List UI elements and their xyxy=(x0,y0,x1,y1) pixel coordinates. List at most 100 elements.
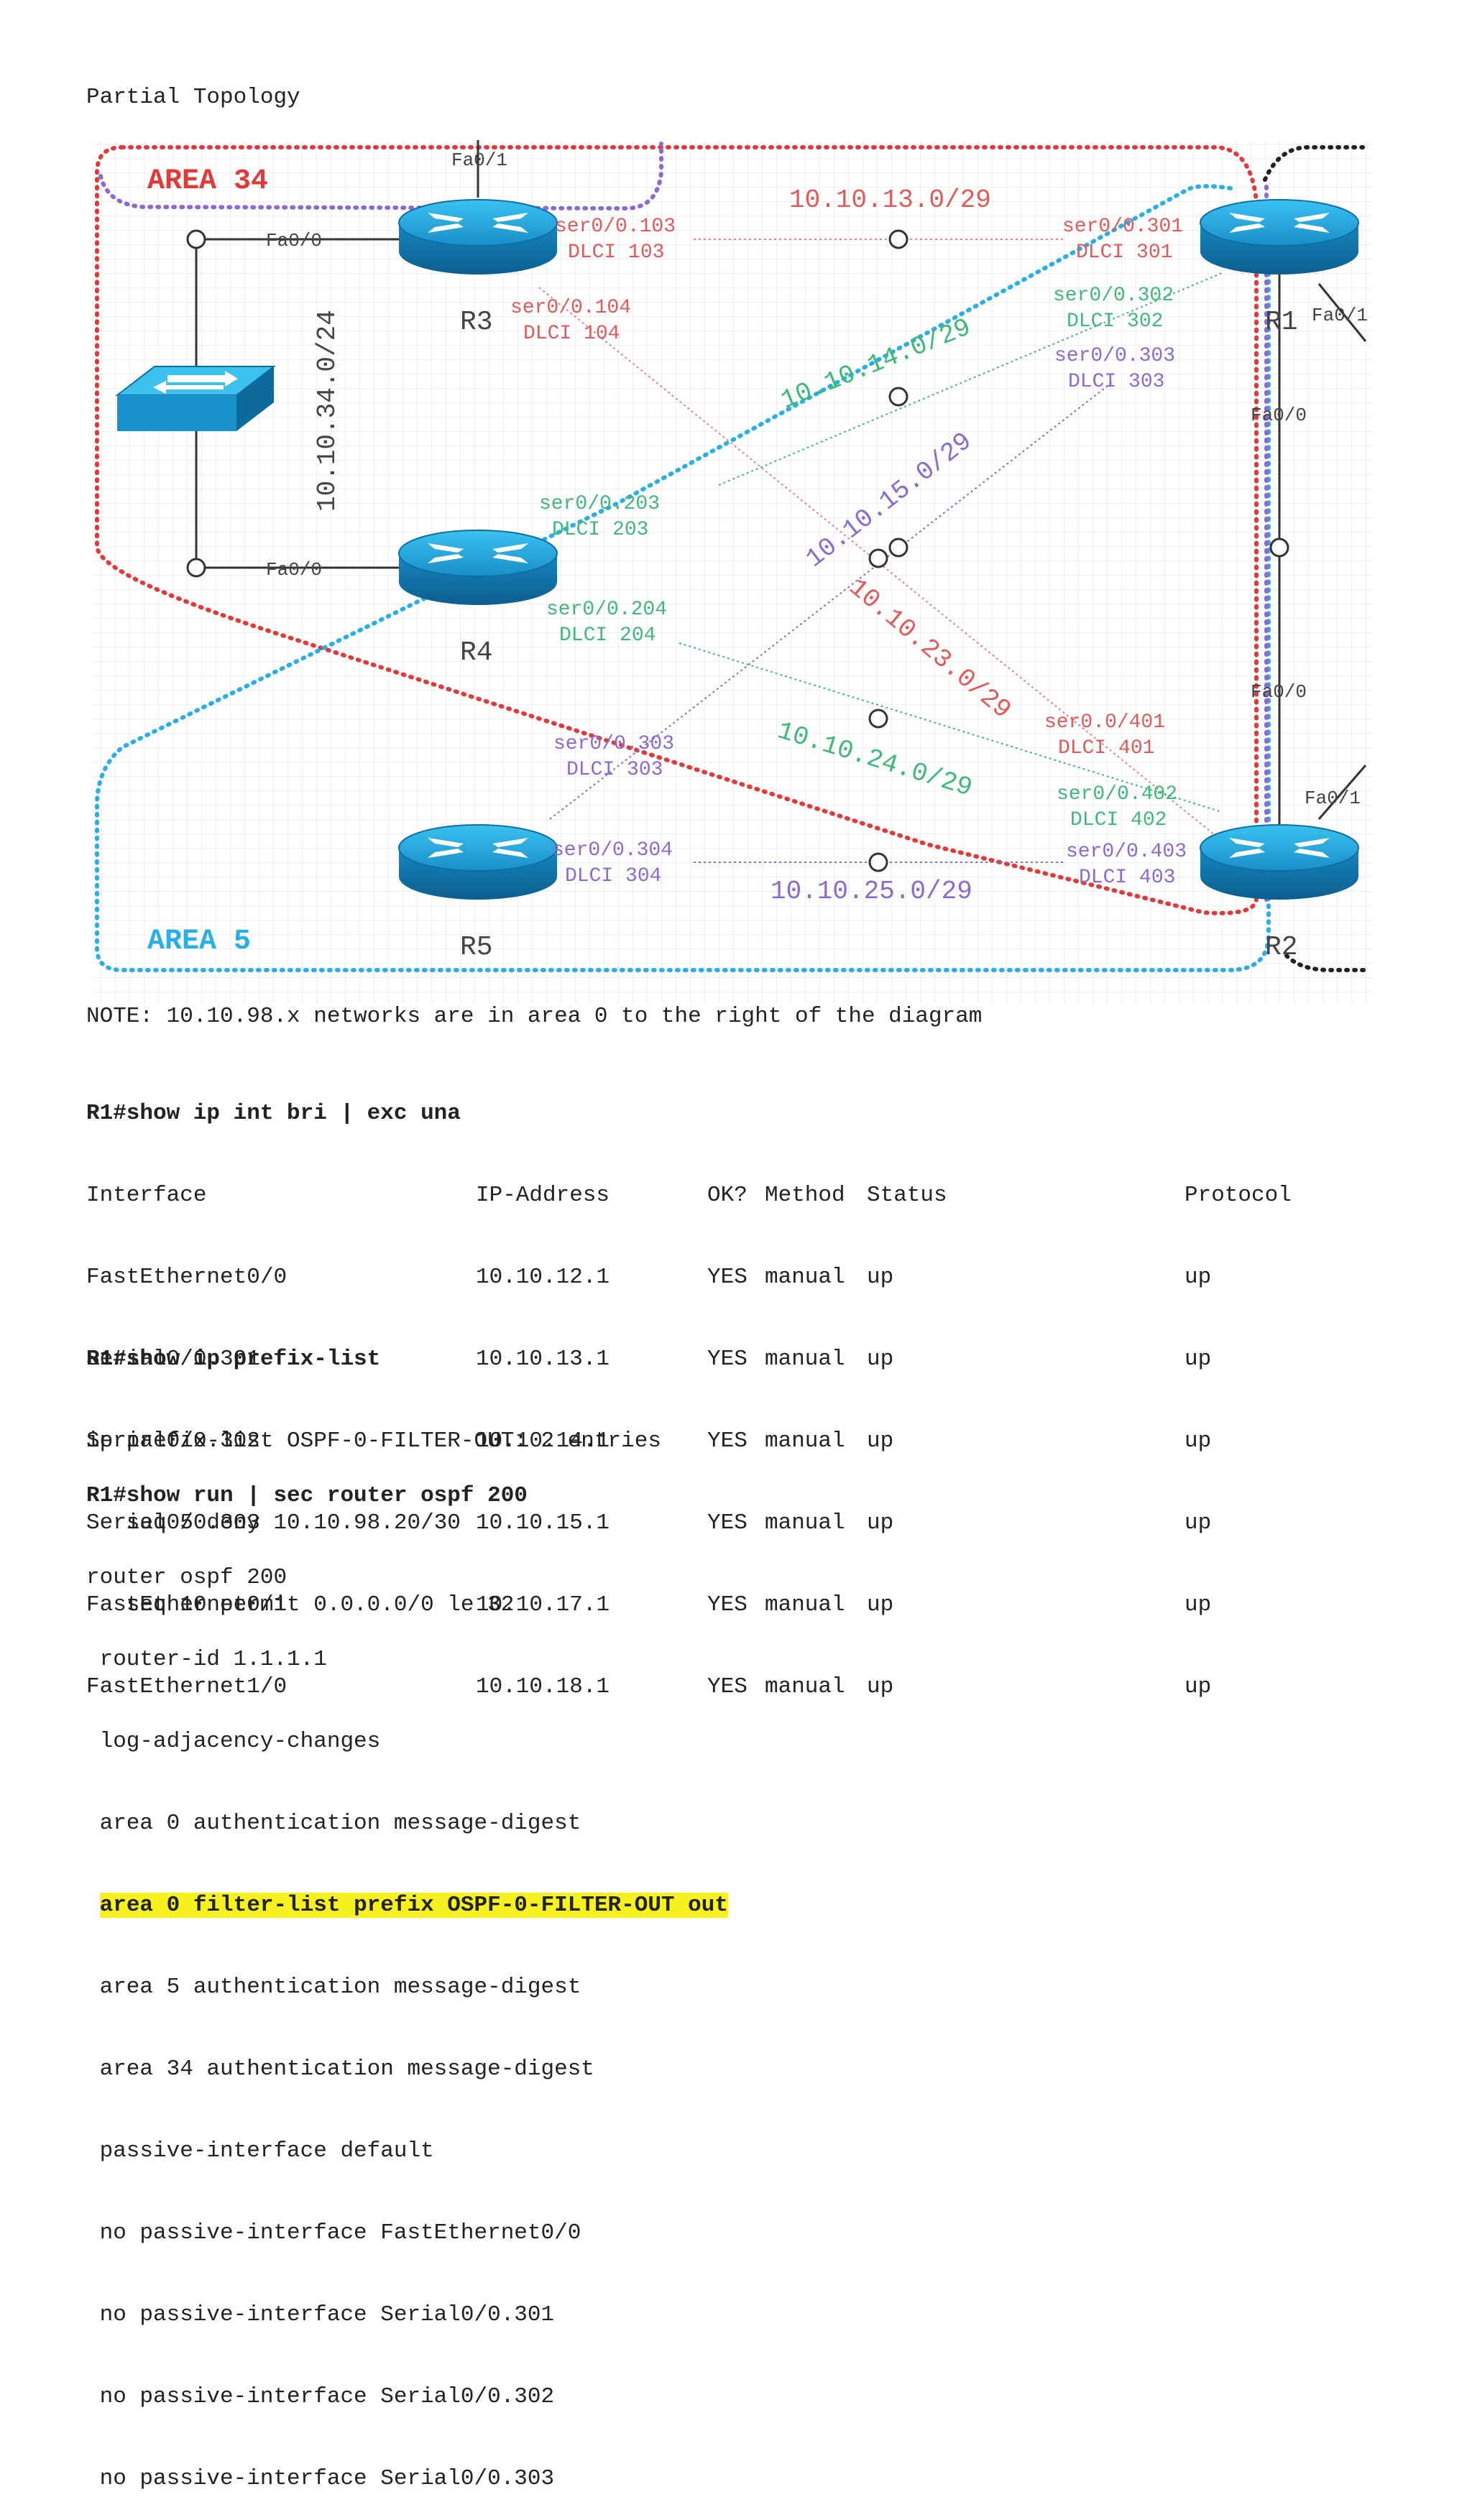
r1-ser301-label: ser0/0.301 xyxy=(1062,216,1183,238)
cell-method: manual xyxy=(765,1592,845,1617)
cell-ip: 10.10.12.1 xyxy=(476,1265,610,1290)
ospf-command: R1#show run | sec router ospf 200 xyxy=(86,1483,528,1508)
prefix-list-line: seq 10 permit 0.0.0.0/0 le 32 xyxy=(86,1592,515,1617)
r4-ser203-label: ser0/0.203 xyxy=(539,493,660,515)
cell-method: manual xyxy=(765,1510,845,1536)
link-10-10-14 xyxy=(718,272,1223,486)
ospf-highlight-line: area 0 filter-list prefix OSPF-0-FILTER-… xyxy=(86,1892,728,1919)
r1-fa01-label: Fa0/1 xyxy=(1312,305,1368,326)
router-r1-icon xyxy=(1200,199,1359,275)
r1-ser303-label: ser0/0.303 xyxy=(1054,345,1175,367)
cell-ok: YES xyxy=(707,1592,748,1617)
ospf-config-section: R1#show run | sec router ospf 200 router… xyxy=(86,1428,728,2520)
ospf-line: no passive-interface FastEthernet0/0 xyxy=(86,2220,581,2246)
r1-r2-link-node xyxy=(1269,537,1289,558)
r3-label: R3 xyxy=(460,307,493,338)
router-r4-icon xyxy=(398,530,558,606)
r4-dlci204-label: DLCI 204 xyxy=(559,624,656,647)
cell-ok: YES xyxy=(707,1510,748,1536)
link-node xyxy=(888,229,908,249)
r2-ser402-label: ser0/0.402 xyxy=(1057,783,1177,806)
area5-boundary xyxy=(95,184,1271,972)
header-interface: Interface xyxy=(86,1183,207,1208)
r2-ser401-label: ser0.0/401 xyxy=(1044,711,1165,734)
router-r5-icon xyxy=(398,824,558,900)
r1-dlci301-label: DLCI 301 xyxy=(1076,241,1172,264)
cell-interface: FastEthernet0/1 xyxy=(86,1592,288,1617)
cell-status: up xyxy=(867,1265,894,1290)
switch-port-node xyxy=(186,229,206,249)
r2-fa01-link xyxy=(1317,765,1367,820)
link-node xyxy=(868,548,888,568)
grid-background xyxy=(92,140,1371,1002)
r1-ser302-label: ser0/0.302 xyxy=(1053,285,1174,307)
cell-interface: Serial0/0.302 xyxy=(86,1429,260,1454)
cell-protocol: up xyxy=(1184,1674,1212,1699)
prefix-list-line: ip prefix-list OSPF-0-FILTER-OUT: 2 entr… xyxy=(86,1429,661,1454)
cell-ip: 10.10.15.1 xyxy=(476,1510,610,1536)
cell-interface: Serial0/0.301 xyxy=(86,1347,260,1372)
cell-ok: YES xyxy=(707,1429,748,1454)
r2-dlci403-label: DLCI 403 xyxy=(1079,867,1175,889)
ospf-line: no passive-interface Serial0/0.303 xyxy=(86,2466,555,2491)
ospf-line: router-id 1.1.1.1 xyxy=(86,1647,327,1672)
area0-outer-boundary xyxy=(1263,145,1371,972)
ospf-line: passive-interface default xyxy=(86,2138,434,2164)
ospf-line: area 34 authentication message-digest xyxy=(86,2057,594,2082)
r2-fa01-label: Fa0/1 xyxy=(1305,788,1361,809)
link-node xyxy=(868,709,888,729)
r5-dlci304-label: DLCI 304 xyxy=(565,865,661,887)
link-node xyxy=(888,537,908,558)
cell-ok: YES xyxy=(707,1265,748,1290)
cell-ok: YES xyxy=(707,1347,748,1372)
ospf-line: area 0 authentication message-digest xyxy=(86,1811,581,1836)
r5-dlci303-label: DLCI 303 xyxy=(566,759,663,781)
r3-fa01-label: Fa0/1 xyxy=(451,149,507,171)
topology-diagram: AREA 34 AREA 5 R3 R4 R5 R1 R2 10.10.34.0… xyxy=(92,140,1371,1002)
ospf-filter-list-highlight: area 0 filter-list prefix OSPF-0-FILTER-… xyxy=(99,1893,728,1918)
header-protocol: Protocol xyxy=(1184,1183,1292,1208)
cell-ok: YES xyxy=(707,1674,748,1699)
r5-ser304-label: ser0/0.304 xyxy=(552,839,673,862)
link-10-10-24 xyxy=(678,642,1223,813)
cell-protocol: up xyxy=(1184,1510,1212,1536)
int-brief-header: Interface IP-Address OK? Method Status P… xyxy=(86,1182,1292,1209)
r4-fa00-label: Fa0/0 xyxy=(266,559,322,581)
cell-protocol: up xyxy=(1184,1265,1212,1290)
router-r2-icon xyxy=(1200,824,1359,900)
r2-fa00-label: Fa0/0 xyxy=(1251,681,1307,703)
header-ok: OK? xyxy=(707,1183,748,1208)
ospf-line: area 5 authentication message-digest xyxy=(86,1975,581,2000)
cell-status: up xyxy=(867,1510,894,1536)
r3-dlci103-label: DLCI 103 xyxy=(568,241,664,264)
ospf-line: no passive-interface Serial0/0.302 xyxy=(86,2384,555,2409)
cell-interface: FastEthernet1/0 xyxy=(86,1674,288,1699)
r1-fa00-label: Fa0/0 xyxy=(1251,405,1307,426)
r5-ser303-label: ser0/0.303 xyxy=(553,733,674,755)
net-10-10-13-label: 10.10.13.0/29 xyxy=(789,185,991,215)
cell-method: manual xyxy=(765,1674,845,1699)
int-brief-section: R1#show ip int bri | exc una Interface I… xyxy=(86,1046,1292,1728)
r1-dlci303-label: DLCI 303 xyxy=(1068,371,1164,393)
link-10-10-15 xyxy=(549,380,1115,820)
switch-icon xyxy=(115,366,276,431)
r3-fa00-label: Fa0/0 xyxy=(266,230,322,251)
r3-ser104-label: ser0/0.104 xyxy=(510,297,631,319)
r4-dlci203-label: DLCI 203 xyxy=(552,519,648,541)
cell-ip: 10.10.14.1 xyxy=(476,1429,610,1454)
r3-ser103-label: ser0/0.103 xyxy=(555,216,676,238)
switch-network-label: 10.10.34.0/24 xyxy=(313,310,342,512)
r2-dlci401-label: DLCI 401 xyxy=(1058,737,1154,760)
link-node xyxy=(868,852,888,872)
ospf-line: log-adjacency-changes xyxy=(86,1729,381,1754)
r1-label: R1 xyxy=(1265,307,1298,338)
cell-status: up xyxy=(867,1347,894,1372)
cell-method: manual xyxy=(765,1347,845,1372)
page-heading: Partial Topology xyxy=(86,85,300,110)
header-ip: IP-Address xyxy=(476,1183,610,1208)
cell-status: up xyxy=(867,1674,894,1699)
area34-inner-boundary xyxy=(98,142,663,211)
